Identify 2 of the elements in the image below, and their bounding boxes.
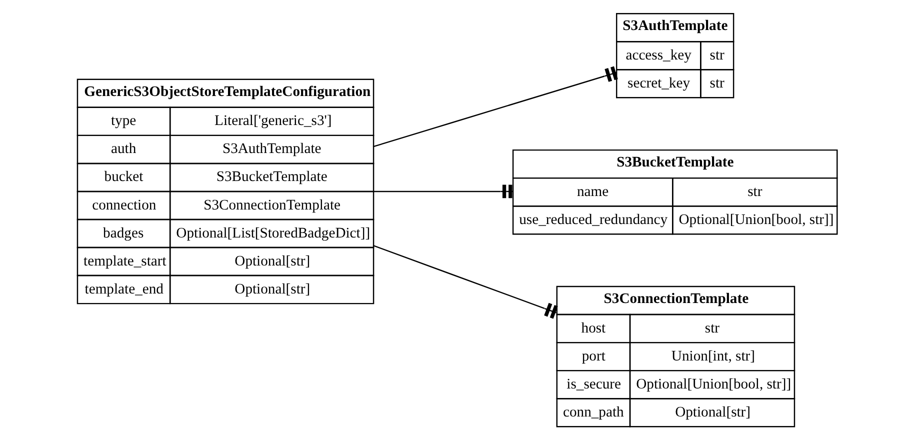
connector <box>372 66 618 148</box>
connector <box>372 244 558 319</box>
